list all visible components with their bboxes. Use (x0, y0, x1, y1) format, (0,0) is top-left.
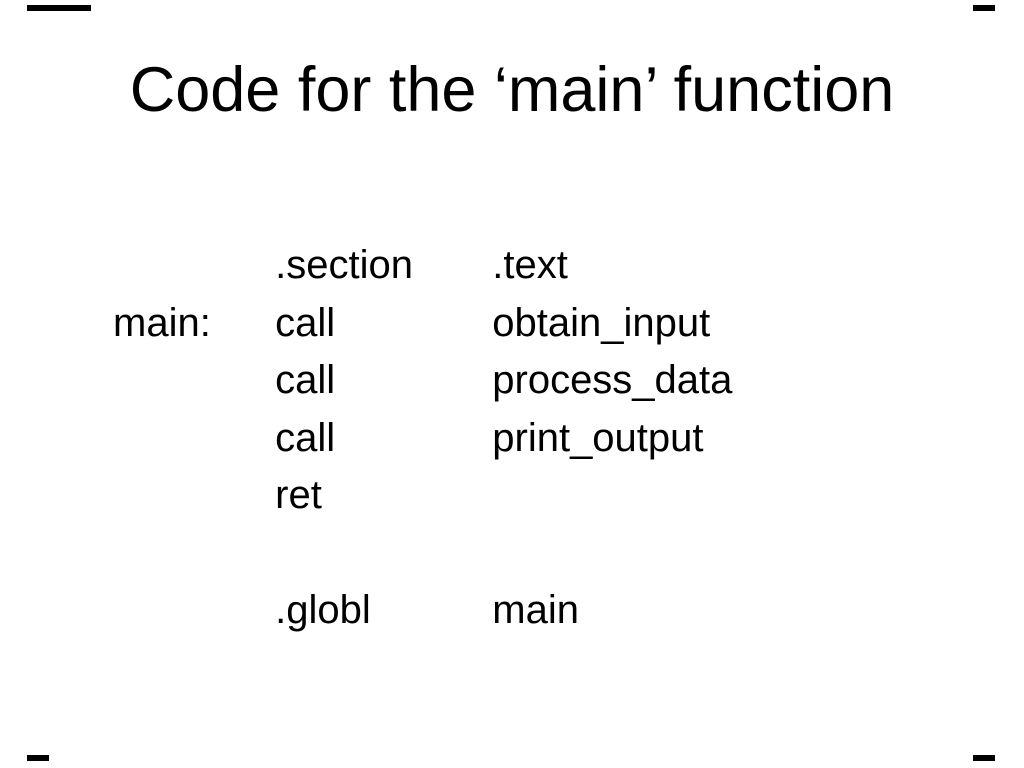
code-opcode: call (275, 415, 336, 460)
code-opcode: call (275, 300, 336, 345)
code-operand: print_output (492, 415, 704, 460)
corner-mark-bottom-left (27, 755, 49, 761)
code-operand: .text (492, 243, 568, 287)
corner-mark-bottom-right (973, 755, 995, 761)
code-row (113, 525, 732, 583)
code-row: call print_output (113, 410, 732, 468)
code-operand: process_data (492, 358, 733, 402)
code-block: .section .text main: call obtain_input c… (113, 237, 732, 640)
code-opcode: .section (275, 243, 413, 287)
code-row: ret (113, 467, 732, 525)
code-row: .globl main (113, 582, 732, 640)
corner-mark-top-left (27, 5, 91, 11)
code-row: call process_data (113, 352, 732, 410)
code-opcode: ret (275, 473, 322, 517)
code-row: main: call obtain_input (113, 295, 732, 353)
code-opcode: call (275, 358, 336, 402)
code-row: .section .text (113, 237, 732, 295)
code-operand: main (492, 588, 579, 632)
code-label: main: (113, 300, 211, 345)
code-operand: obtain_input (492, 300, 711, 345)
corner-mark-top-right (973, 5, 995, 11)
code-opcode: .globl (275, 588, 371, 632)
page-title: Code for the ‘main’ function (129, 55, 895, 125)
